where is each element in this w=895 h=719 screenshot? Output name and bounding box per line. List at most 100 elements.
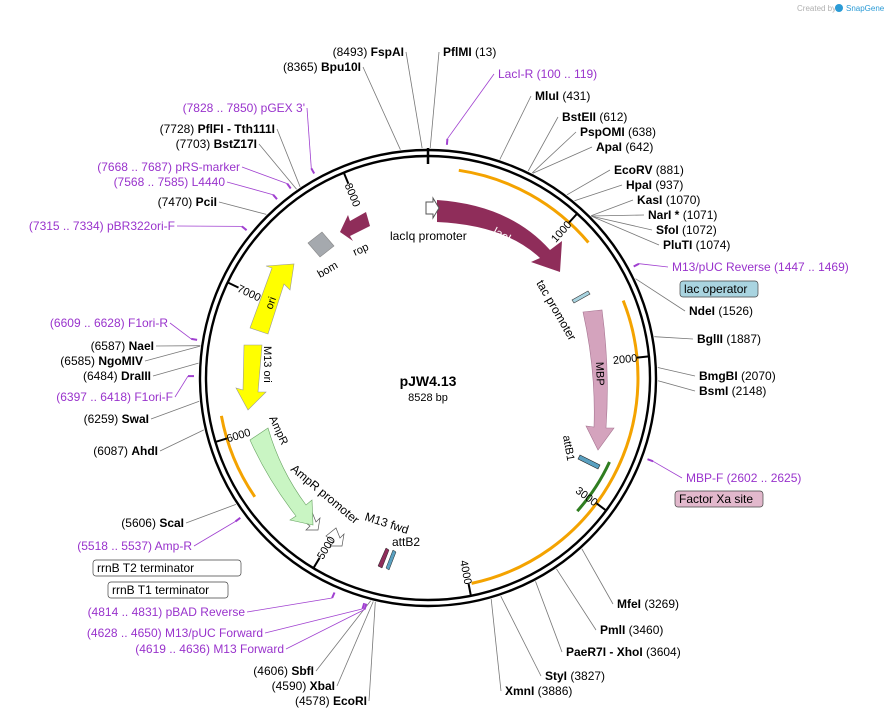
M13-fwd-mark[interactable] xyxy=(377,547,390,569)
enzyme-kasi[interactable]: KasI (1070) xyxy=(637,193,700,207)
primer-m13-puc-reverse[interactable]: M13/pUC Reverse (1447 .. 1469) xyxy=(672,260,849,274)
rrnB-T1-box[interactable] xyxy=(107,581,229,599)
enzyme-pspomi[interactable]: PspOMI (638) xyxy=(580,125,656,139)
enzyme-mfei[interactable]: MfeI (3269) xyxy=(617,597,679,611)
enzyme-swai[interactable]: (6259) SwaI xyxy=(84,412,149,426)
enzyme-pluti[interactable]: PluTI (1074) xyxy=(663,238,730,252)
enzyme-ngomiv[interactable]: (6585) NgoMIV xyxy=(60,354,143,368)
primer-name: F1ori-F xyxy=(134,390,173,404)
enzyme-scai[interactable]: (5606) ScaI xyxy=(121,516,184,530)
enzyme-apai[interactable]: ApaI (642) xyxy=(596,140,653,154)
enzyme-draiii[interactable]: (6484) DraIII xyxy=(83,369,151,383)
AmpR-promoter-arrow-2[interactable] xyxy=(325,527,345,547)
enzyme-position: (3827) xyxy=(567,669,605,683)
lac-operator-box[interactable] xyxy=(679,280,759,298)
enzyme-sfoi[interactable]: SfoI (1072) xyxy=(656,223,717,237)
enzyme-xbai[interactable]: (4590) XbaI xyxy=(272,679,335,693)
enzyme-bsmi[interactable]: BsmI (2148) xyxy=(699,384,766,398)
created-by-text: Created by xyxy=(797,4,836,13)
primer-name: pBR322ori-F xyxy=(107,219,175,233)
AmpR-feature-arrow[interactable] xyxy=(249,427,314,526)
primer-m13-forward[interactable]: (4619 .. 4636) M13 Forward xyxy=(135,642,284,656)
enzyme-ecori[interactable]: (4578) EcoRI xyxy=(295,694,367,708)
enzyme-bglii[interactable]: BglII (1887) xyxy=(697,332,761,346)
enzyme-naei[interactable]: (6587) NaeI xyxy=(91,339,154,353)
enzyme-name: XmnI xyxy=(505,684,534,698)
primer-name: pGEX 3' xyxy=(261,101,305,115)
primer-prs-marker[interactable]: (7668 .. 7687) pRS-marker xyxy=(97,160,240,174)
tick-mark-1000 xyxy=(568,212,578,224)
primer-pgex-3[interactable]: (7828 .. 7850) pGEX 3' xyxy=(183,101,305,115)
enzyme-ndei[interactable]: NdeI (1526) xyxy=(689,304,753,318)
primer-leader-pgex-3 xyxy=(306,107,312,169)
primer-pbr322ori-f[interactable]: (7315 .. 7334) pBR322ori-F xyxy=(29,219,175,233)
primer-amp-r[interactable]: (5518 .. 5537) Amp-R xyxy=(77,539,192,553)
bom-feature[interactable] xyxy=(307,231,335,258)
enzyme-position: (2148) xyxy=(728,384,766,398)
factor-xa-box[interactable] xyxy=(674,490,764,508)
rrnB-T2-box[interactable] xyxy=(92,559,242,577)
primer-mark-pbr322ori-f xyxy=(241,225,248,231)
backbone xyxy=(198,148,658,608)
attB2-label: attB2 xyxy=(392,535,420,549)
lacIq-promoter-arrow[interactable] xyxy=(425,196,440,220)
primer-name: L4440 xyxy=(192,175,226,189)
enzyme-pcii[interactable]: (7470) PciI xyxy=(158,195,217,209)
primer-leader-m13-puc-forward xyxy=(264,608,363,634)
enzyme-name: MluI xyxy=(535,89,559,103)
enzyme-position: (7728) xyxy=(160,122,198,136)
tick-mark-7000 xyxy=(227,281,239,289)
enzyme-pflfi-tth111i[interactable]: (7728) PflFI - Tth111I xyxy=(160,122,275,136)
leader-mlui xyxy=(499,95,532,160)
lacIq-promoter-label: lacIq promoter xyxy=(390,229,467,243)
primer-m13-puc-forward[interactable]: (4628 .. 4650) M13/pUC Forward xyxy=(87,626,263,640)
leader-xmni xyxy=(490,599,502,692)
enzyme-bstz17i[interactable]: (7703) BstZ17I xyxy=(176,137,257,151)
enzyme-ecorv[interactable]: EcoRV (881) xyxy=(614,163,684,177)
tick-label-4000: 4000 xyxy=(457,559,473,585)
ori-arrow[interactable] xyxy=(249,263,295,335)
enzyme-xmni[interactable]: XmnI (3886) xyxy=(505,684,572,698)
primer-laci-r[interactable]: LacI-R (100 .. 119) xyxy=(498,67,597,81)
primer-mbp-f[interactable]: MBP-F (2602 .. 2625) xyxy=(686,471,801,485)
rop-arrow[interactable] xyxy=(340,212,370,241)
tick-mark-5000 xyxy=(312,557,321,569)
enzyme-ahdi[interactable]: (6087) AhdI xyxy=(93,444,158,458)
enzyme-styi[interactable]: StyI (3827) xyxy=(545,669,605,683)
primer-range: (4619 .. 4636) xyxy=(135,642,213,656)
enzyme-mlui[interactable]: MluI (431) xyxy=(535,89,590,103)
enzyme-hpai[interactable]: HpaI (937) xyxy=(626,178,683,192)
enzyme-name: NgoMIV xyxy=(98,354,143,368)
primer-f1ori-r[interactable]: (6609 .. 6628) F1ori-R xyxy=(50,316,168,330)
enzyme-bsteii[interactable]: BstEII (612) xyxy=(562,110,627,124)
enzyme-bmgbi[interactable]: BmgBI (2070) xyxy=(699,369,776,383)
attB1-mark[interactable] xyxy=(577,454,601,470)
MBP-feature-arrow[interactable] xyxy=(582,309,615,451)
enzyme-fspai[interactable]: (8493) FspAI xyxy=(333,45,404,59)
enzyme-bpu10i[interactable]: (8365) Bpu10I xyxy=(283,60,361,74)
attB2-mark[interactable] xyxy=(385,549,397,571)
leader-sfoi xyxy=(591,215,653,231)
primer-f1ori-f[interactable]: (6397 .. 6418) F1ori-F xyxy=(56,390,173,404)
leader-ecorv xyxy=(566,169,611,196)
primer-leader-m13-forward xyxy=(285,609,365,650)
tick-label-6000: 6000 xyxy=(225,427,252,446)
lac-operator-mark[interactable] xyxy=(571,290,591,304)
primer-range: (6397 .. 6418) xyxy=(56,390,134,404)
primer-pbad-reverse[interactable]: (4814 .. 4831) pBAD Reverse xyxy=(88,605,246,619)
M13-ori-arrow[interactable] xyxy=(235,344,267,411)
enzyme-pmli[interactable]: PmlI (3460) xyxy=(600,623,663,637)
enzyme-position: (612) xyxy=(596,110,627,124)
enzyme-pflmi[interactable]: PflMI (13) xyxy=(443,45,496,59)
enzyme-paer7i-xhoi[interactable]: PaeR7I - XhoI (3604) xyxy=(566,645,681,659)
leader-ecori xyxy=(368,601,376,702)
enzyme-name: NarI * xyxy=(648,208,680,222)
orange-arrow-ampr-region xyxy=(219,415,257,498)
lacI-feature-arrow[interactable] xyxy=(437,200,562,272)
enzyme-sbfi[interactable]: (4606) SbfI xyxy=(253,664,314,678)
enzyme-nari[interactable]: NarI * (1071) xyxy=(648,208,717,222)
primer-l4440[interactable]: (7568 .. 7585) L4440 xyxy=(114,175,226,189)
primer-mark-laci-r xyxy=(445,138,449,145)
primer-name: MBP-F xyxy=(686,471,723,485)
leader-kasi xyxy=(590,199,634,217)
